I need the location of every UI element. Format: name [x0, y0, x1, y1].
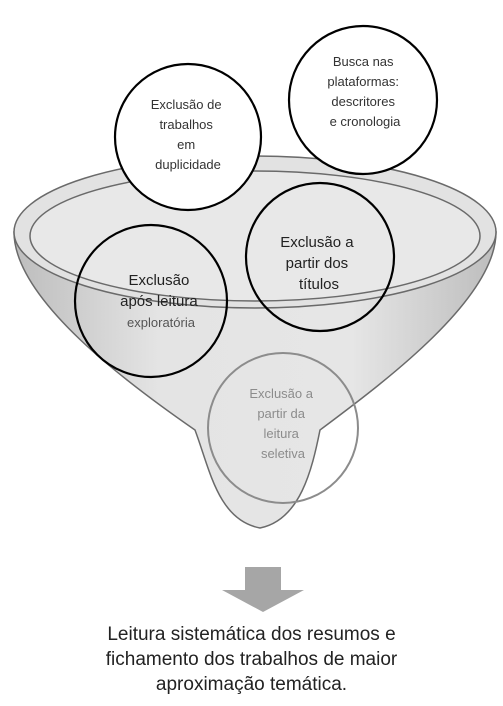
- step-label-search: Busca nas plataformas: descritores e cro…: [327, 54, 402, 129]
- step-circle-search: [287, 24, 439, 176]
- step-label-selective-reading: Exclusão a partir da leitura seletiva: [249, 386, 316, 461]
- step-circle-exploratory-reading: [73, 223, 229, 379]
- caption-line: fichamento dos trabalhos de maior: [105, 649, 398, 670]
- step-label-titles: Exclusão a partir dos títulos: [280, 234, 358, 293]
- step-label-duplicates: Exclusão de trabalhos em duplicidade: [151, 97, 225, 172]
- down-arrow-icon: [222, 567, 304, 612]
- funnel-rim-inner: [29, 170, 481, 302]
- step-circle-duplicates: [113, 62, 263, 212]
- step-label-exploratory-reading: Exclusão após leitura exploratória: [120, 272, 202, 330]
- funnel-result-caption: Leitura sistemática dos resumos e ficham…: [20, 622, 483, 697]
- step-circle-selective-reading: [207, 352, 359, 504]
- step-circle-titles: [244, 181, 396, 333]
- caption-line: aproximação temática.: [155, 674, 348, 695]
- caption-line: Leitura sistemática dos resumos e: [107, 624, 396, 645]
